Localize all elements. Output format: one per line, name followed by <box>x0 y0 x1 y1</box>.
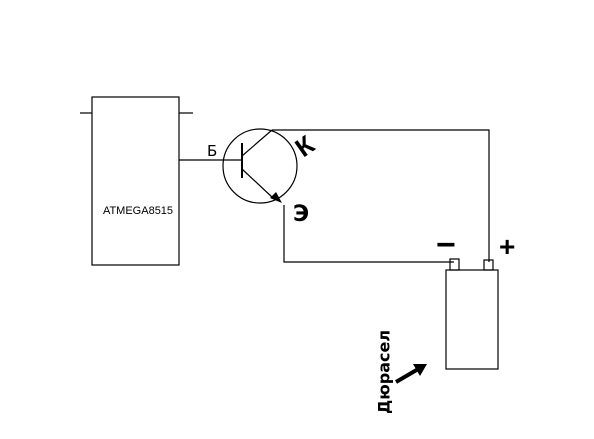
battery-terminal-plus <box>483 259 494 271</box>
base-label: Б <box>207 142 218 160</box>
battery-body <box>445 269 499 370</box>
emitter-arrowhead <box>270 192 282 203</box>
microcontroller-label: ATMEGA8515 <box>102 205 174 217</box>
battery-name-text: Дюрасел <box>374 329 394 415</box>
transistor-emitter-lead <box>241 168 274 199</box>
battery-minus-label: − <box>436 226 456 264</box>
emitter-label: Э <box>293 202 310 227</box>
battery-name-label: Дюрасел <box>374 327 394 417</box>
battery-terminal-minus <box>449 258 460 271</box>
microcontroller-chip <box>91 96 180 266</box>
transistor-body <box>222 128 298 204</box>
battery-pointer-arrow <box>394 364 427 384</box>
transistor-collector-lead <box>241 129 273 157</box>
emitter-wire <box>283 205 454 263</box>
collector-wire <box>272 129 490 262</box>
battery-plus-label: + <box>499 231 516 262</box>
